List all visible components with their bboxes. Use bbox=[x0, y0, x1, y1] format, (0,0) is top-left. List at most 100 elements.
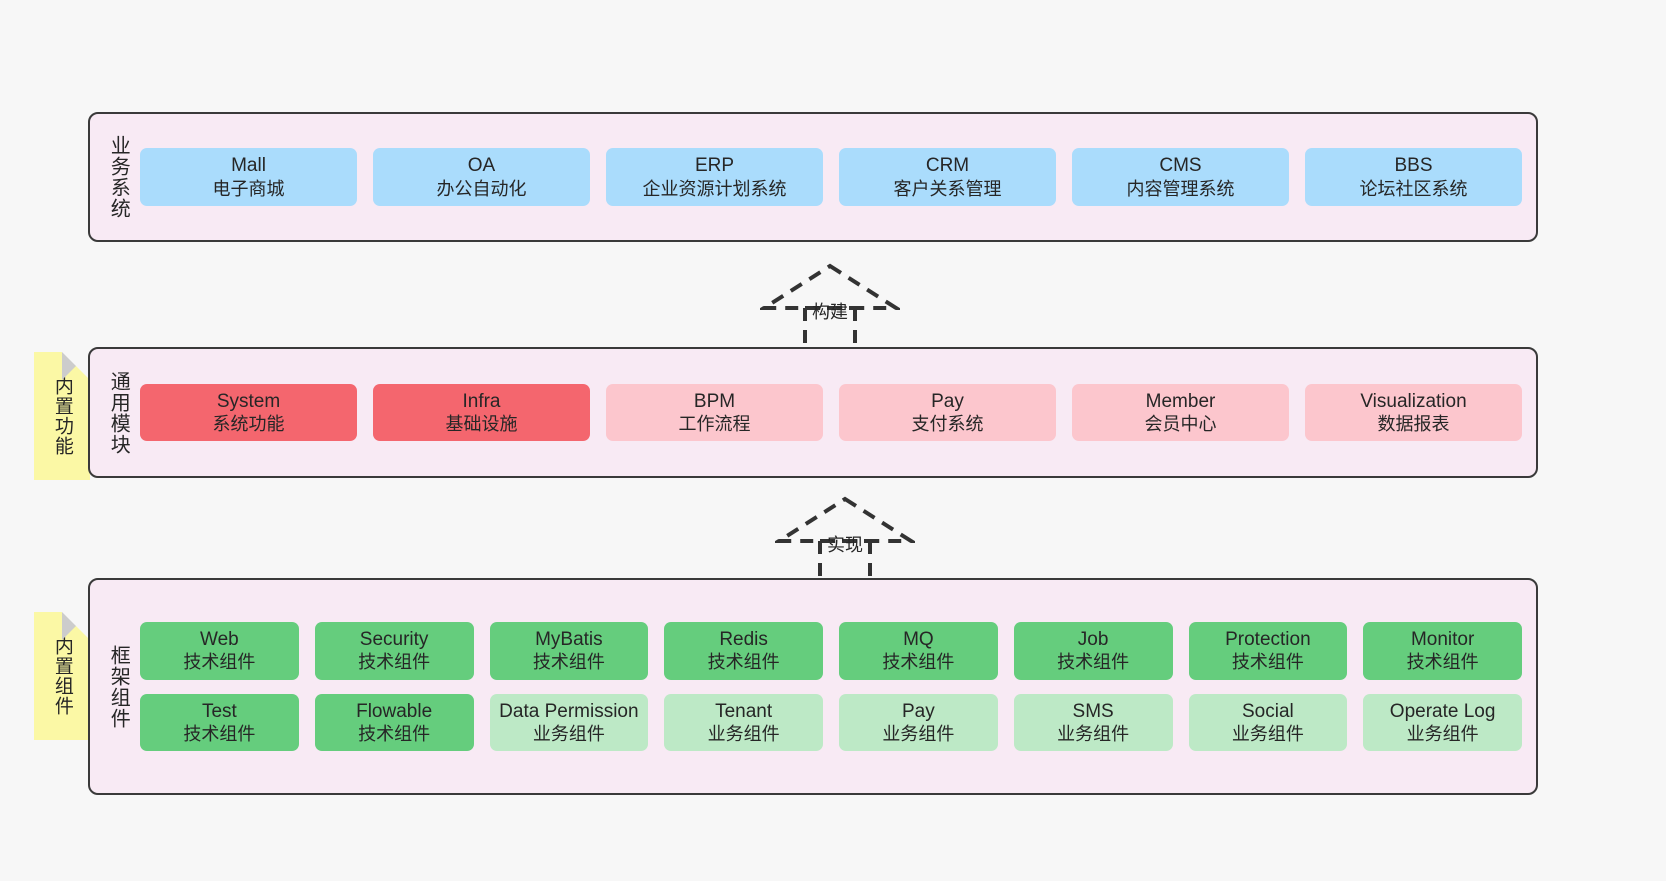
layer-title-business-systems: 业务系统 bbox=[107, 135, 130, 219]
card-erp[interactable]: ERP 企业资源计划系统 bbox=[606, 148, 823, 206]
card-pay-business[interactable]: Pay 业务组件 bbox=[839, 693, 998, 752]
layer-body-business-systems: Mall 电子商城 OA 办公自动化 ERP 企业资源计划系统 CRM 客户关系… bbox=[140, 124, 1522, 230]
card-title: MyBatis bbox=[535, 628, 603, 650]
card-subtitle: 技术组件 bbox=[882, 652, 955, 673]
card-title: Flowable bbox=[356, 700, 433, 722]
generalization-arrow-icon bbox=[760, 263, 900, 344]
connector-label-build: 构建 bbox=[812, 302, 848, 322]
card-title: Test bbox=[201, 700, 237, 722]
card-subtitle: 技术组件 bbox=[707, 652, 780, 673]
card-data-permission[interactable]: Data Permission 业务组件 bbox=[489, 693, 649, 752]
card-subtitle: 技术组件 bbox=[1057, 652, 1130, 673]
card-security[interactable]: Security 技术组件 bbox=[314, 621, 474, 680]
card-title: Social bbox=[1242, 700, 1294, 722]
card-title: Security bbox=[359, 628, 429, 650]
card-subtitle: 业务组件 bbox=[1057, 724, 1130, 745]
card-subtitle: 技术组件 bbox=[1406, 652, 1479, 673]
card-title: OA bbox=[467, 155, 496, 177]
card-visualization[interactable]: Visualization 数据报表 bbox=[1305, 383, 1522, 442]
card-bpm[interactable]: BPM 工作流程 bbox=[606, 383, 823, 442]
card-crm[interactable]: CRM 客户关系管理 bbox=[839, 148, 1056, 206]
card-title: Monitor bbox=[1410, 628, 1475, 650]
card-row: Test 技术组件 Flowable 技术组件 Data Permission … bbox=[140, 693, 1522, 752]
layer-common-modules: 通用模块 System 系统功能 Infra 基础设施 BPM 工作流程 Pay… bbox=[88, 347, 1538, 478]
layer-title-framework-components: 框架组件 bbox=[107, 644, 130, 729]
card-subtitle: 基础设施 bbox=[445, 414, 518, 435]
card-mq[interactable]: MQ 技术组件 bbox=[839, 621, 998, 680]
card-subtitle: 办公自动化 bbox=[436, 178, 527, 199]
card-subtitle: 技术组件 bbox=[183, 652, 256, 673]
card-subtitle: 系统功能 bbox=[212, 414, 285, 435]
card-title: BBS bbox=[1394, 155, 1433, 177]
card-mall[interactable]: Mall 电子商城 bbox=[140, 148, 357, 206]
note-builtin-features: 内置功能 bbox=[34, 352, 90, 480]
card-subtitle: 数据报表 bbox=[1377, 414, 1450, 435]
card-subtitle: 业务组件 bbox=[707, 724, 780, 745]
card-title: Operate Log bbox=[1389, 700, 1496, 722]
card-title: Protection bbox=[1225, 628, 1311, 650]
card-social[interactable]: Social 业务组件 bbox=[1188, 693, 1348, 752]
card-subtitle: 技术组件 bbox=[183, 724, 256, 745]
card-subtitle: 内容管理系统 bbox=[1126, 178, 1235, 199]
card-mybatis[interactable]: MyBatis 技术组件 bbox=[489, 621, 649, 680]
layer-body-common-modules: System 系统功能 Infra 基础设施 BPM 工作流程 Pay 支付系统… bbox=[140, 359, 1522, 466]
card-subtitle: 支付系统 bbox=[911, 414, 984, 435]
card-operate-log[interactable]: Operate Log 业务组件 bbox=[1363, 693, 1522, 752]
layer-title-common-modules: 通用模块 bbox=[107, 370, 130, 455]
card-title: System bbox=[216, 390, 281, 412]
card-title: Web bbox=[200, 628, 239, 650]
card-title: Redis bbox=[719, 628, 768, 650]
card-title: Infra bbox=[462, 390, 501, 412]
card-title: Pay bbox=[931, 390, 964, 412]
card-title: BPM bbox=[693, 390, 736, 412]
card-subtitle: 业务组件 bbox=[1231, 724, 1304, 745]
card-system[interactable]: System 系统功能 bbox=[140, 383, 357, 442]
card-title: SMS bbox=[1072, 700, 1114, 722]
connector-implement: 实现 bbox=[775, 495, 915, 577]
card-title: CRM bbox=[925, 155, 970, 177]
card-subtitle: 企业资源计划系统 bbox=[642, 178, 787, 199]
card-subtitle: 技术组件 bbox=[532, 652, 605, 673]
card-flowable[interactable]: Flowable 技术组件 bbox=[314, 693, 474, 752]
card-bbs[interactable]: BBS 论坛社区系统 bbox=[1305, 148, 1522, 206]
card-tenant[interactable]: Tenant 业务组件 bbox=[664, 693, 823, 752]
card-sms[interactable]: SMS 业务组件 bbox=[1013, 693, 1173, 752]
card-title: CMS bbox=[1159, 155, 1202, 177]
card-monitor[interactable]: Monitor 技术组件 bbox=[1363, 621, 1522, 680]
card-subtitle: 业务组件 bbox=[1406, 724, 1479, 745]
card-pay[interactable]: Pay 支付系统 bbox=[839, 383, 1056, 442]
card-subtitle: 技术组件 bbox=[1231, 652, 1304, 673]
card-subtitle: 电子商城 bbox=[212, 178, 285, 199]
card-subtitle: 业务组件 bbox=[532, 724, 605, 745]
note-label: 内置组件 bbox=[51, 636, 73, 716]
card-member[interactable]: Member 会员中心 bbox=[1072, 383, 1289, 442]
layer-business-systems: 业务系统 Mall 电子商城 OA 办公自动化 ERP 企业资源计划系统 CRM… bbox=[88, 112, 1538, 242]
card-cms[interactable]: CMS 内容管理系统 bbox=[1072, 148, 1289, 206]
card-row: System 系统功能 Infra 基础设施 BPM 工作流程 Pay 支付系统… bbox=[140, 383, 1522, 442]
card-title: Mall bbox=[231, 155, 266, 177]
card-web[interactable]: Web 技术组件 bbox=[140, 621, 299, 680]
card-title: ERP bbox=[694, 155, 735, 177]
note-label: 内置功能 bbox=[51, 376, 73, 456]
card-subtitle: 工作流程 bbox=[678, 414, 751, 435]
card-title: Visualization bbox=[1360, 390, 1467, 412]
connector-build: 构建 bbox=[760, 262, 900, 344]
card-subtitle: 客户关系管理 bbox=[893, 178, 1002, 199]
note-builtin-components: 内置组件 bbox=[34, 612, 90, 740]
card-subtitle: 技术组件 bbox=[358, 724, 431, 745]
card-title: Data Permission bbox=[499, 700, 639, 722]
card-redis[interactable]: Redis 技术组件 bbox=[664, 621, 823, 680]
card-title: MQ bbox=[903, 628, 934, 650]
card-job[interactable]: Job 技术组件 bbox=[1013, 621, 1173, 680]
connector-label-implement: 实现 bbox=[827, 535, 863, 555]
card-infra[interactable]: Infra 基础设施 bbox=[373, 383, 590, 442]
layer-framework-components: 框架组件 Web 技术组件 Security 技术组件 MyBatis 技术组件… bbox=[88, 578, 1538, 795]
card-test[interactable]: Test 技术组件 bbox=[140, 693, 299, 752]
card-title: Pay bbox=[902, 700, 935, 722]
card-protection[interactable]: Protection 技术组件 bbox=[1188, 621, 1348, 680]
card-title: Tenant bbox=[715, 700, 773, 722]
card-oa[interactable]: OA 办公自动化 bbox=[373, 148, 590, 206]
card-row: Web 技术组件 Security 技术组件 MyBatis 技术组件 Redi… bbox=[140, 621, 1522, 680]
card-subtitle: 会员中心 bbox=[1144, 414, 1217, 435]
